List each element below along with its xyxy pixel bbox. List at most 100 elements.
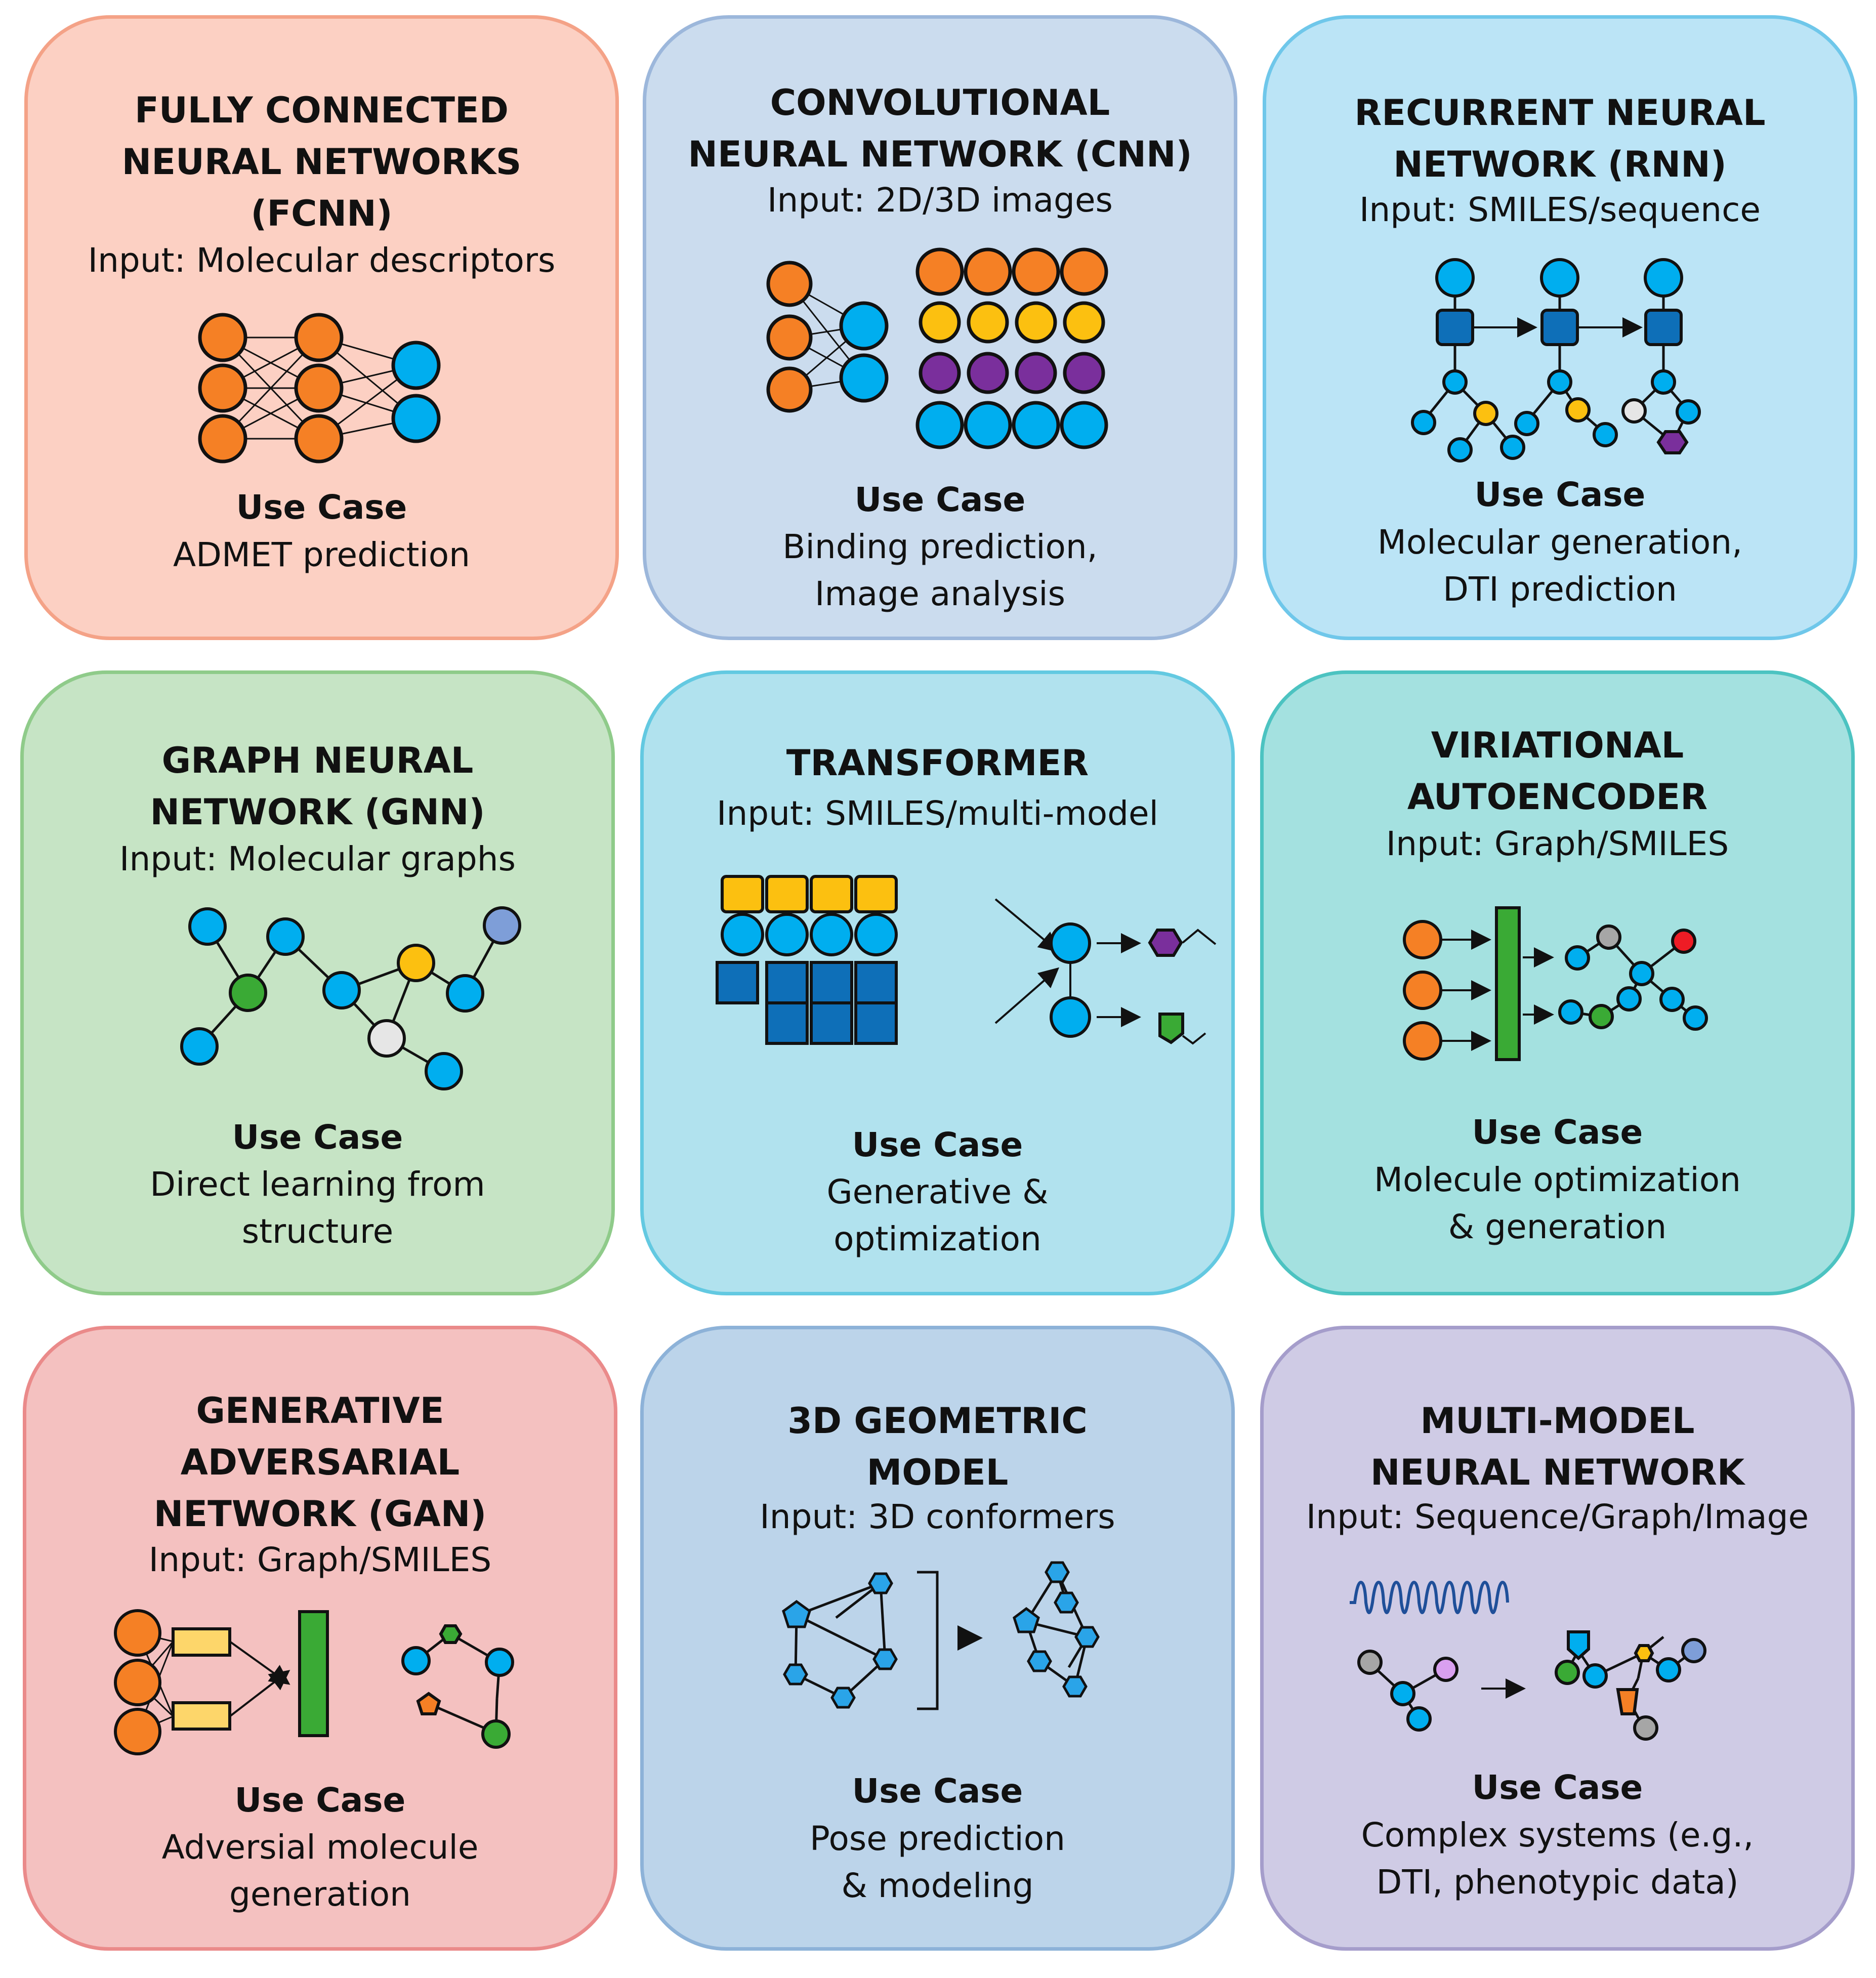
- gan-icon: [114, 1609, 514, 1755]
- use-case-label: Use Case: [1474, 475, 1646, 514]
- node: [1063, 301, 1105, 344]
- use-case-text: Direct learning from structure: [24, 1161, 611, 1255]
- title-line: NEURAL NETWORK: [1370, 1452, 1745, 1493]
- discriminator-bar: [298, 1610, 329, 1737]
- block: [810, 1001, 853, 1045]
- node: [1633, 1715, 1658, 1741]
- title-line: 3D GEOMETRIC: [787, 1400, 1088, 1442]
- node: [1063, 352, 1105, 394]
- node: [1060, 401, 1108, 449]
- card-title: GENERATIVE ADVERSARIAL NETWORK (GAN): [26, 1385, 614, 1540]
- title-line: MULTI-MODEL: [1420, 1400, 1695, 1442]
- node: [1050, 922, 1091, 964]
- input-label: Input: SMILES/sequence: [1359, 190, 1761, 229]
- use-case-line: generation: [229, 1875, 411, 1914]
- node: [839, 353, 889, 403]
- node: [1433, 1657, 1458, 1682]
- card-rnn: RECURRENT NEURAL NETWORK (RNN) Input: SM…: [1263, 15, 1857, 640]
- node: [1435, 258, 1475, 298]
- node: [483, 906, 521, 945]
- vae-icon: [1403, 906, 1708, 1061]
- node: [266, 917, 305, 956]
- card-title: RECURRENT NEURAL NETWORK (RNN): [1266, 87, 1854, 190]
- title-line: MODEL: [866, 1452, 1009, 1493]
- use-case-text: Molecule optimization & generation: [1264, 1156, 1851, 1250]
- node: [1558, 999, 1583, 1025]
- block: [716, 961, 759, 1004]
- node: [446, 974, 484, 1013]
- card-title: GRAPH NEURAL NETWORK (GNN): [24, 735, 611, 838]
- pentagon-node: [782, 1600, 811, 1628]
- pentagon-node: [1567, 1630, 1590, 1661]
- rnn-network-icon: [1411, 258, 1701, 462]
- node: [1012, 401, 1060, 449]
- node: [1514, 411, 1539, 436]
- node: [294, 363, 344, 413]
- card-vae: VIRIATIONAL AUTOENCODER Input: Graph/SMI…: [1260, 670, 1855, 1295]
- use-case-line: & generation: [1448, 1207, 1667, 1246]
- input-label: Input: 2D/3D images: [767, 181, 1113, 220]
- card-title: FULLY CONNECTED NEURAL NETWORKS (FCNN): [28, 85, 615, 239]
- use-case-text: Complex systems (e.g., DTI, phenotypic d…: [1264, 1812, 1851, 1906]
- hexagon-node: [830, 1687, 856, 1709]
- multimodel-icon: [1350, 1580, 1706, 1741]
- hexagon-node: [872, 1648, 898, 1670]
- node: [198, 313, 247, 362]
- node: [1629, 961, 1654, 986]
- card-fcnn: FULLY CONNECTED NEURAL NETWORKS (FCNN) I…: [24, 15, 619, 640]
- node: [1050, 996, 1091, 1038]
- card-gan: GENERATIVE ADVERSARIAL NETWORK (GAN) Inp…: [23, 1326, 617, 1951]
- node: [322, 971, 361, 1009]
- card-gnn: GRAPH NEURAL NETWORK (GNN) Input: Molecu…: [20, 670, 615, 1295]
- node: [397, 944, 435, 982]
- block: [765, 1001, 809, 1045]
- node: [915, 247, 964, 296]
- input-label: Input: Molecular descriptors: [88, 241, 556, 280]
- node: [391, 394, 441, 443]
- trapezoid-node: [1616, 1688, 1639, 1715]
- token-block: [810, 875, 853, 913]
- node: [839, 301, 889, 351]
- use-case-text: Pose prediction & modeling: [644, 1815, 1231, 1909]
- node: [1390, 1681, 1415, 1706]
- node: [967, 352, 1009, 394]
- cnn-network-icon: [766, 247, 1108, 449]
- pentagon-node: [416, 1692, 441, 1715]
- node: [401, 1646, 431, 1675]
- node: [964, 401, 1012, 449]
- use-case-line: Molecular generation,: [1377, 523, 1743, 562]
- use-case-line: Adversial molecule: [161, 1828, 479, 1867]
- node: [1540, 258, 1579, 298]
- block: [765, 961, 809, 1004]
- node: [114, 1609, 161, 1657]
- title-line: NEURAL NETWORKS: [121, 141, 522, 183]
- node: [919, 301, 961, 344]
- use-case-line: DTI, phenotypic data): [1376, 1863, 1739, 1902]
- node: [967, 301, 1009, 344]
- node: [180, 1027, 219, 1066]
- input-label: Input: Graph/SMILES: [1386, 824, 1729, 863]
- node: [1651, 369, 1676, 395]
- node: [1411, 410, 1436, 435]
- card-multimodel: MULTI-MODEL NEURAL NETWORK Input: Sequen…: [1260, 1326, 1855, 1951]
- node: [766, 366, 813, 413]
- latent-bar: [1495, 906, 1521, 1061]
- use-case-text: ADMET prediction: [28, 531, 615, 578]
- token-block: [721, 875, 764, 913]
- node: [391, 341, 441, 390]
- node: [425, 1052, 463, 1090]
- node: [1656, 1657, 1681, 1682]
- use-case-label: Use Case: [1472, 1113, 1643, 1152]
- use-case-line: Direct learning from: [150, 1165, 485, 1204]
- node: [1060, 247, 1108, 296]
- title-line: NETWORK (RNN): [1393, 144, 1727, 185]
- title-line: AUTOENCODER: [1407, 776, 1708, 818]
- node: [964, 247, 1012, 296]
- title-line: RECURRENT NEURAL: [1354, 92, 1766, 134]
- title-line: CONVOLUTIONAL: [770, 82, 1110, 123]
- node: [1644, 258, 1683, 298]
- hexagon-node: [1045, 1561, 1070, 1583]
- node: [1565, 945, 1590, 971]
- node: [1681, 1638, 1706, 1663]
- node: [1357, 1650, 1383, 1675]
